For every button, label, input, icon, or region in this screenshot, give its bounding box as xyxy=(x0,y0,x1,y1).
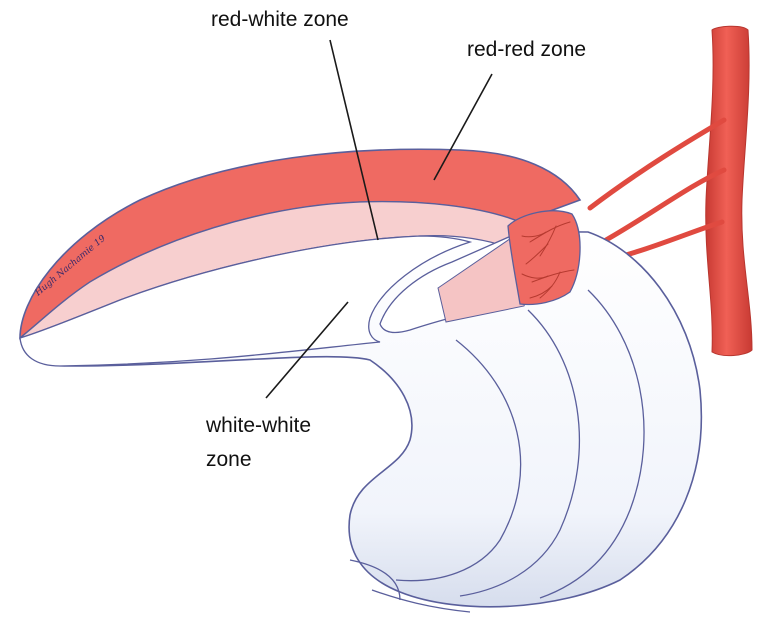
cross-section xyxy=(379,210,581,334)
label-white-white-zone-line1: white-white xyxy=(205,414,311,437)
branch-vessels xyxy=(587,117,727,265)
label-red-white-zone: red-white zone xyxy=(211,8,349,31)
white-white-zone xyxy=(19,235,473,367)
body-fold-lines xyxy=(349,289,645,613)
capillary-vessels xyxy=(521,221,575,299)
leader-lines xyxy=(265,39,493,399)
main-artery xyxy=(705,25,753,357)
leader-white-white xyxy=(265,301,349,399)
leader-red-red xyxy=(433,73,493,181)
leader-red-white xyxy=(329,39,379,241)
label-white-white-zone-line2: zone xyxy=(206,448,252,471)
label-red-red-zone: red-red zone xyxy=(467,38,586,61)
